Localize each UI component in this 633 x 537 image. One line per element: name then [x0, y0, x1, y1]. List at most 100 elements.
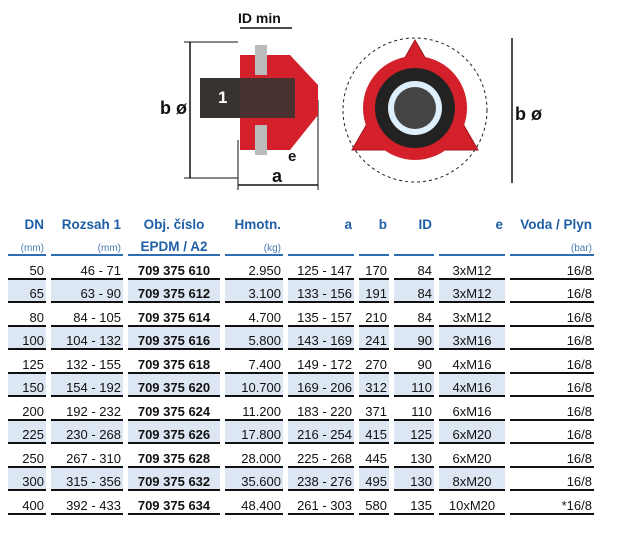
table-cell: 11.200 — [225, 397, 283, 421]
table-cell: 16/8 — [510, 303, 594, 327]
table-cell: 154 - 192 — [51, 373, 123, 397]
column-unit — [288, 234, 354, 256]
table-cell: 495 — [359, 467, 389, 491]
table-cell: 6xM20 — [439, 420, 505, 444]
table-cell: 415 — [359, 420, 389, 444]
table-cell: 210 — [359, 303, 389, 327]
table-cell: 191 — [359, 279, 389, 303]
table-cell: 230 - 268 — [51, 420, 123, 444]
table-cell: 84 — [394, 279, 434, 303]
table-cell: 250 — [8, 444, 46, 468]
table-cell: 709 375 626 — [128, 420, 220, 444]
table-cell: 241 — [359, 326, 389, 350]
column-header: Voda / Plyn — [520, 216, 592, 232]
table-cell: 8xM20 — [439, 467, 505, 491]
table-cell: 16/8 — [510, 326, 594, 350]
table-cell: 133 - 156 — [288, 279, 354, 303]
table-cell: 16/8 — [510, 444, 594, 468]
column-unit: (kg) — [225, 234, 283, 256]
table-cell: 84 — [394, 256, 434, 280]
table-cell: 400 — [8, 491, 46, 515]
table-cell: 392 - 433 — [51, 491, 123, 515]
table-cell: 16/8 — [510, 256, 594, 280]
table-cell: 3xM12 — [439, 279, 505, 303]
table-cell: 709 375 628 — [128, 444, 220, 468]
table-cell: 225 - 268 — [288, 444, 354, 468]
a-label: a — [272, 166, 283, 186]
table-cell: 4.700 — [225, 303, 283, 327]
table-cell: 104 - 132 — [51, 326, 123, 350]
table-cell: 84 — [394, 303, 434, 327]
b-diameter-label-right: b ø — [515, 104, 542, 124]
table-cell: 143 - 169 — [288, 326, 354, 350]
table-cell: 110 — [394, 397, 434, 421]
outer-circle — [342, 37, 488, 183]
table-cell: 130 — [394, 444, 434, 468]
table-cell: 90 — [394, 326, 434, 350]
column-unit: EPDM / A2 — [128, 234, 220, 256]
table-cell: 3xM12 — [439, 303, 505, 327]
table-cell: 10.700 — [225, 373, 283, 397]
column-unit — [394, 234, 434, 256]
table-cell: 10xM20 — [439, 491, 505, 515]
table-cell: 28.000 — [225, 444, 283, 468]
column-unit: (bar) — [510, 234, 594, 256]
table-cell: 709 375 616 — [128, 326, 220, 350]
table-cell: 132 - 155 — [51, 350, 123, 374]
table-cell: 16/8 — [510, 350, 594, 374]
column-header: Hmotn. — [234, 216, 282, 232]
table-cell: 5.800 — [225, 326, 283, 350]
table-cell: 90 — [394, 350, 434, 374]
table-cell: 312 — [359, 373, 389, 397]
table-cell: 192 - 232 — [51, 397, 123, 421]
table-cell: 709 375 618 — [128, 350, 220, 374]
table-cell: 4xM16 — [439, 373, 505, 397]
table-cell: 3xM16 — [439, 326, 505, 350]
table-cell: 50 — [8, 256, 46, 280]
table-cell: 183 - 220 — [288, 397, 354, 421]
table-cell: 270 — [359, 350, 389, 374]
column-header: e — [495, 216, 503, 232]
table-cell: 125 — [394, 420, 434, 444]
table-cell: 135 — [394, 491, 434, 515]
table-cell: 709 375 634 — [128, 491, 220, 515]
table-cell: 709 375 612 — [128, 279, 220, 303]
table-cell: 48.400 — [225, 491, 283, 515]
table-cell: 267 - 310 — [51, 444, 123, 468]
column-unit — [439, 234, 505, 256]
table-cell: 63 - 90 — [51, 279, 123, 303]
column-header: a — [344, 216, 352, 232]
table-cell: 16/8 — [510, 397, 594, 421]
table-cell: 16/8 — [510, 373, 594, 397]
table-cell: 300 — [8, 467, 46, 491]
table-cell: *16/8 — [510, 491, 594, 515]
table-cell: 261 - 303 — [288, 491, 354, 515]
column-unit — [359, 234, 389, 256]
table-cell: 16/8 — [510, 279, 594, 303]
e-label: e — [288, 148, 297, 165]
table-cell: 16/8 — [510, 420, 594, 444]
table-cell: 371 — [359, 397, 389, 421]
table-cell: 709 375 632 — [128, 467, 220, 491]
table-cell: 135 - 157 — [288, 303, 354, 327]
table-cell: 200 — [8, 397, 46, 421]
table-cell: 170 — [359, 256, 389, 280]
column-header: Rozsah 1 — [61, 216, 121, 232]
table-cell: 3.100 — [225, 279, 283, 303]
table-cell: 150 — [8, 373, 46, 397]
table-cell: 6xM20 — [439, 444, 505, 468]
b-diameter-label-left: b ø — [160, 98, 187, 118]
id-min-label: ID min — [238, 10, 281, 26]
column-header: Obj. číslo — [143, 216, 205, 232]
table-cell: 315 - 356 — [51, 467, 123, 491]
